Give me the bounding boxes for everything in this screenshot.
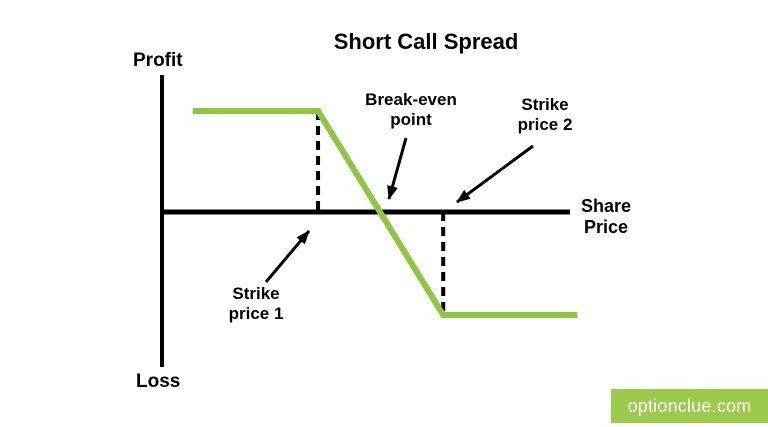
strike-price-1-annotation: Strike price 1 [229, 284, 284, 325]
break-even-annotation: Break-even point [365, 90, 457, 131]
x-axis-label-line2: Price [583, 216, 629, 237]
strike-price-2-annotation-line2: price 2 [517, 115, 573, 135]
strike-price-1-annotation-line1: Strike [232, 284, 280, 303]
strike1-arrow [264, 230, 311, 283]
x-axis-label: Share Price [577, 196, 635, 238]
chart-title: Short Call Spread [333, 29, 519, 54]
x-axis-label-line1: Share [580, 196, 632, 216]
break-even-arrow [387, 137, 408, 200]
strike2-arrow [456, 144, 534, 204]
break-even-annotation-line1: Break-even [365, 90, 457, 109]
strike-price-1-annotation-line2: price 1 [228, 304, 284, 324]
payoff-line [192, 108, 578, 318]
break-even-annotation-line2: point [390, 110, 432, 130]
strike-price-2-annotation-line1: Strike [521, 95, 569, 114]
strike-price-2-annotation: Strike price 2 [518, 95, 573, 136]
watermark-badge: optionclue.com [611, 389, 768, 423]
y-axis-profit-label: Profit [133, 50, 183, 71]
y-axis-loss-label: Loss [136, 371, 181, 392]
